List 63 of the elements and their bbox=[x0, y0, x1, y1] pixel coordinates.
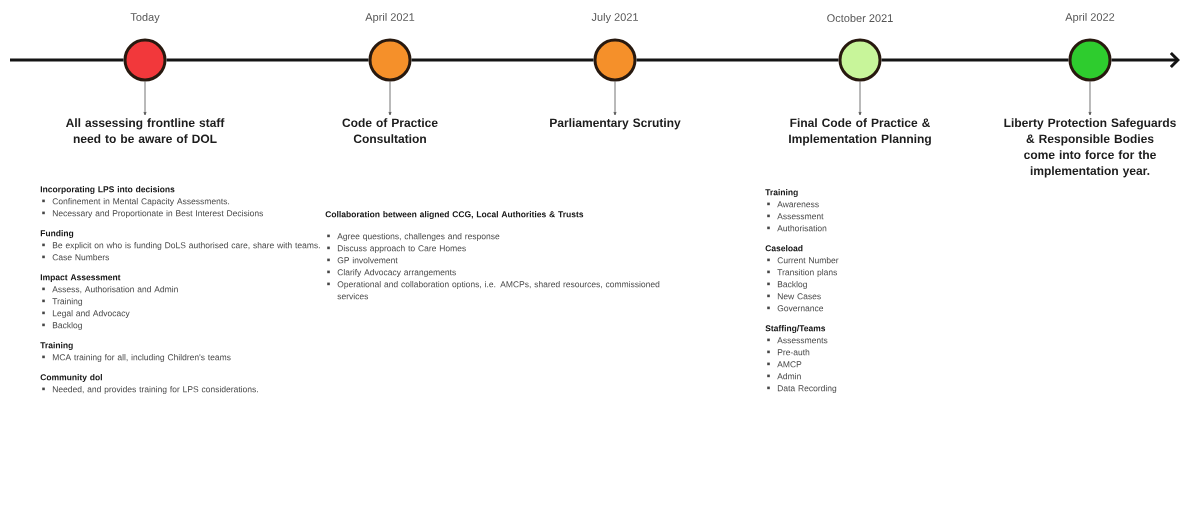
milestone-heading: Final Code of Practice & Implementation Planning bbox=[789, 118, 931, 146]
bullet-item: Necessary and Proportionate in Best Interest Decisions bbox=[42, 210, 264, 218]
list-heading: Community dol bbox=[40, 374, 102, 382]
bullet-item: Legal and Advocacy bbox=[42, 310, 130, 318]
arrow bbox=[388, 81, 392, 116]
bullet-item: Agree questions, challenges and response bbox=[327, 233, 500, 241]
milestone-heading: Parliamentary Scrutiny bbox=[550, 118, 681, 130]
milestone-heading: Code of Practice Consultation bbox=[342, 118, 438, 143]
bullet-item: Authorisation bbox=[767, 225, 827, 232]
bullet-item: Backlog bbox=[767, 281, 807, 289]
milestone-circle bbox=[838, 38, 882, 82]
bullet-item: Pre-auth bbox=[767, 349, 810, 356]
bullet-item: Discuss approach to Care Homes bbox=[327, 245, 466, 253]
date-label: April 2021 bbox=[365, 12, 415, 24]
bullet-item: Transition plans bbox=[767, 269, 838, 277]
arrow bbox=[1111, 51, 1180, 69]
milestone-circle bbox=[123, 38, 167, 82]
arrow bbox=[613, 81, 617, 116]
bullet-item: Assessments bbox=[767, 337, 828, 344]
date-label: July 2021 bbox=[591, 12, 638, 24]
milestone-heading: Liberty Protection Safeguards & Responsible Bodies come into force for the implementation year. bbox=[1004, 118, 1176, 178]
bullet-item: Needed, and provides training for LPS considerations. bbox=[42, 386, 258, 394]
bullet-item: Training bbox=[42, 298, 83, 306]
list-heading: Training bbox=[765, 189, 798, 197]
date-label: Today bbox=[130, 12, 160, 24]
list-heading: Incorporating LPS into decisions bbox=[40, 186, 175, 194]
bullet-item: Clarify Advocacy arrangements bbox=[327, 269, 456, 277]
timeline-line bbox=[636, 58, 839, 62]
bullet-item: Governance bbox=[767, 305, 824, 312]
bullet-item: Admin bbox=[767, 373, 801, 380]
bullet-item: Current Number bbox=[767, 257, 839, 264]
timeline-line bbox=[411, 58, 594, 62]
timeline-line bbox=[881, 58, 1069, 62]
date-label: October 2021 bbox=[827, 13, 893, 23]
arrow bbox=[858, 81, 862, 116]
milestone-circle bbox=[1068, 38, 1112, 82]
bullet-item: AMCP bbox=[767, 361, 802, 368]
bullet-item: MCA training for all, including Children's teams bbox=[42, 354, 231, 362]
timeline-line bbox=[10, 58, 124, 62]
list-heading: Collaboration between aligned CCG, Local Authorities & Trusts bbox=[325, 211, 584, 219]
timeline-line bbox=[166, 58, 369, 62]
list-heading: Impact Assessment bbox=[40, 274, 121, 282]
bullet-item: GP involvement bbox=[327, 257, 398, 264]
bullet-item: Assessment bbox=[767, 213, 824, 220]
milestone-circle bbox=[368, 38, 412, 82]
bullet-item: Confinement in Mental Capacity Assessments. bbox=[42, 198, 230, 206]
list-heading: Caseload bbox=[765, 245, 803, 252]
arrow bbox=[143, 81, 147, 116]
list-heading: Funding bbox=[40, 230, 74, 238]
date-label: April 2022 bbox=[1065, 12, 1115, 24]
milestone-circle bbox=[593, 38, 637, 82]
bullet-item: Awareness bbox=[767, 201, 819, 208]
bullet-item: Be explicit on who is funding DoLS authorised care, share with teams. bbox=[42, 242, 320, 250]
bullet-item: Assess, Authorisation and Admin bbox=[42, 286, 178, 294]
bullet-item: New Cases bbox=[767, 293, 821, 300]
list-heading: Training bbox=[40, 342, 73, 350]
bullet-item: Operational and collaboration options, i.e. AMCPs, shared resources, commissioned services bbox=[327, 281, 660, 300]
bullet-item: Data Recording bbox=[767, 385, 837, 393]
milestone-heading: All assessing frontline staff need to be aware of DOL bbox=[65, 118, 225, 143]
bullet-item: Backlog bbox=[42, 322, 82, 330]
arrow bbox=[1088, 81, 1092, 116]
bullet-item: Case Numbers bbox=[42, 254, 110, 261]
list-heading: Staffing/Teams bbox=[765, 325, 826, 333]
